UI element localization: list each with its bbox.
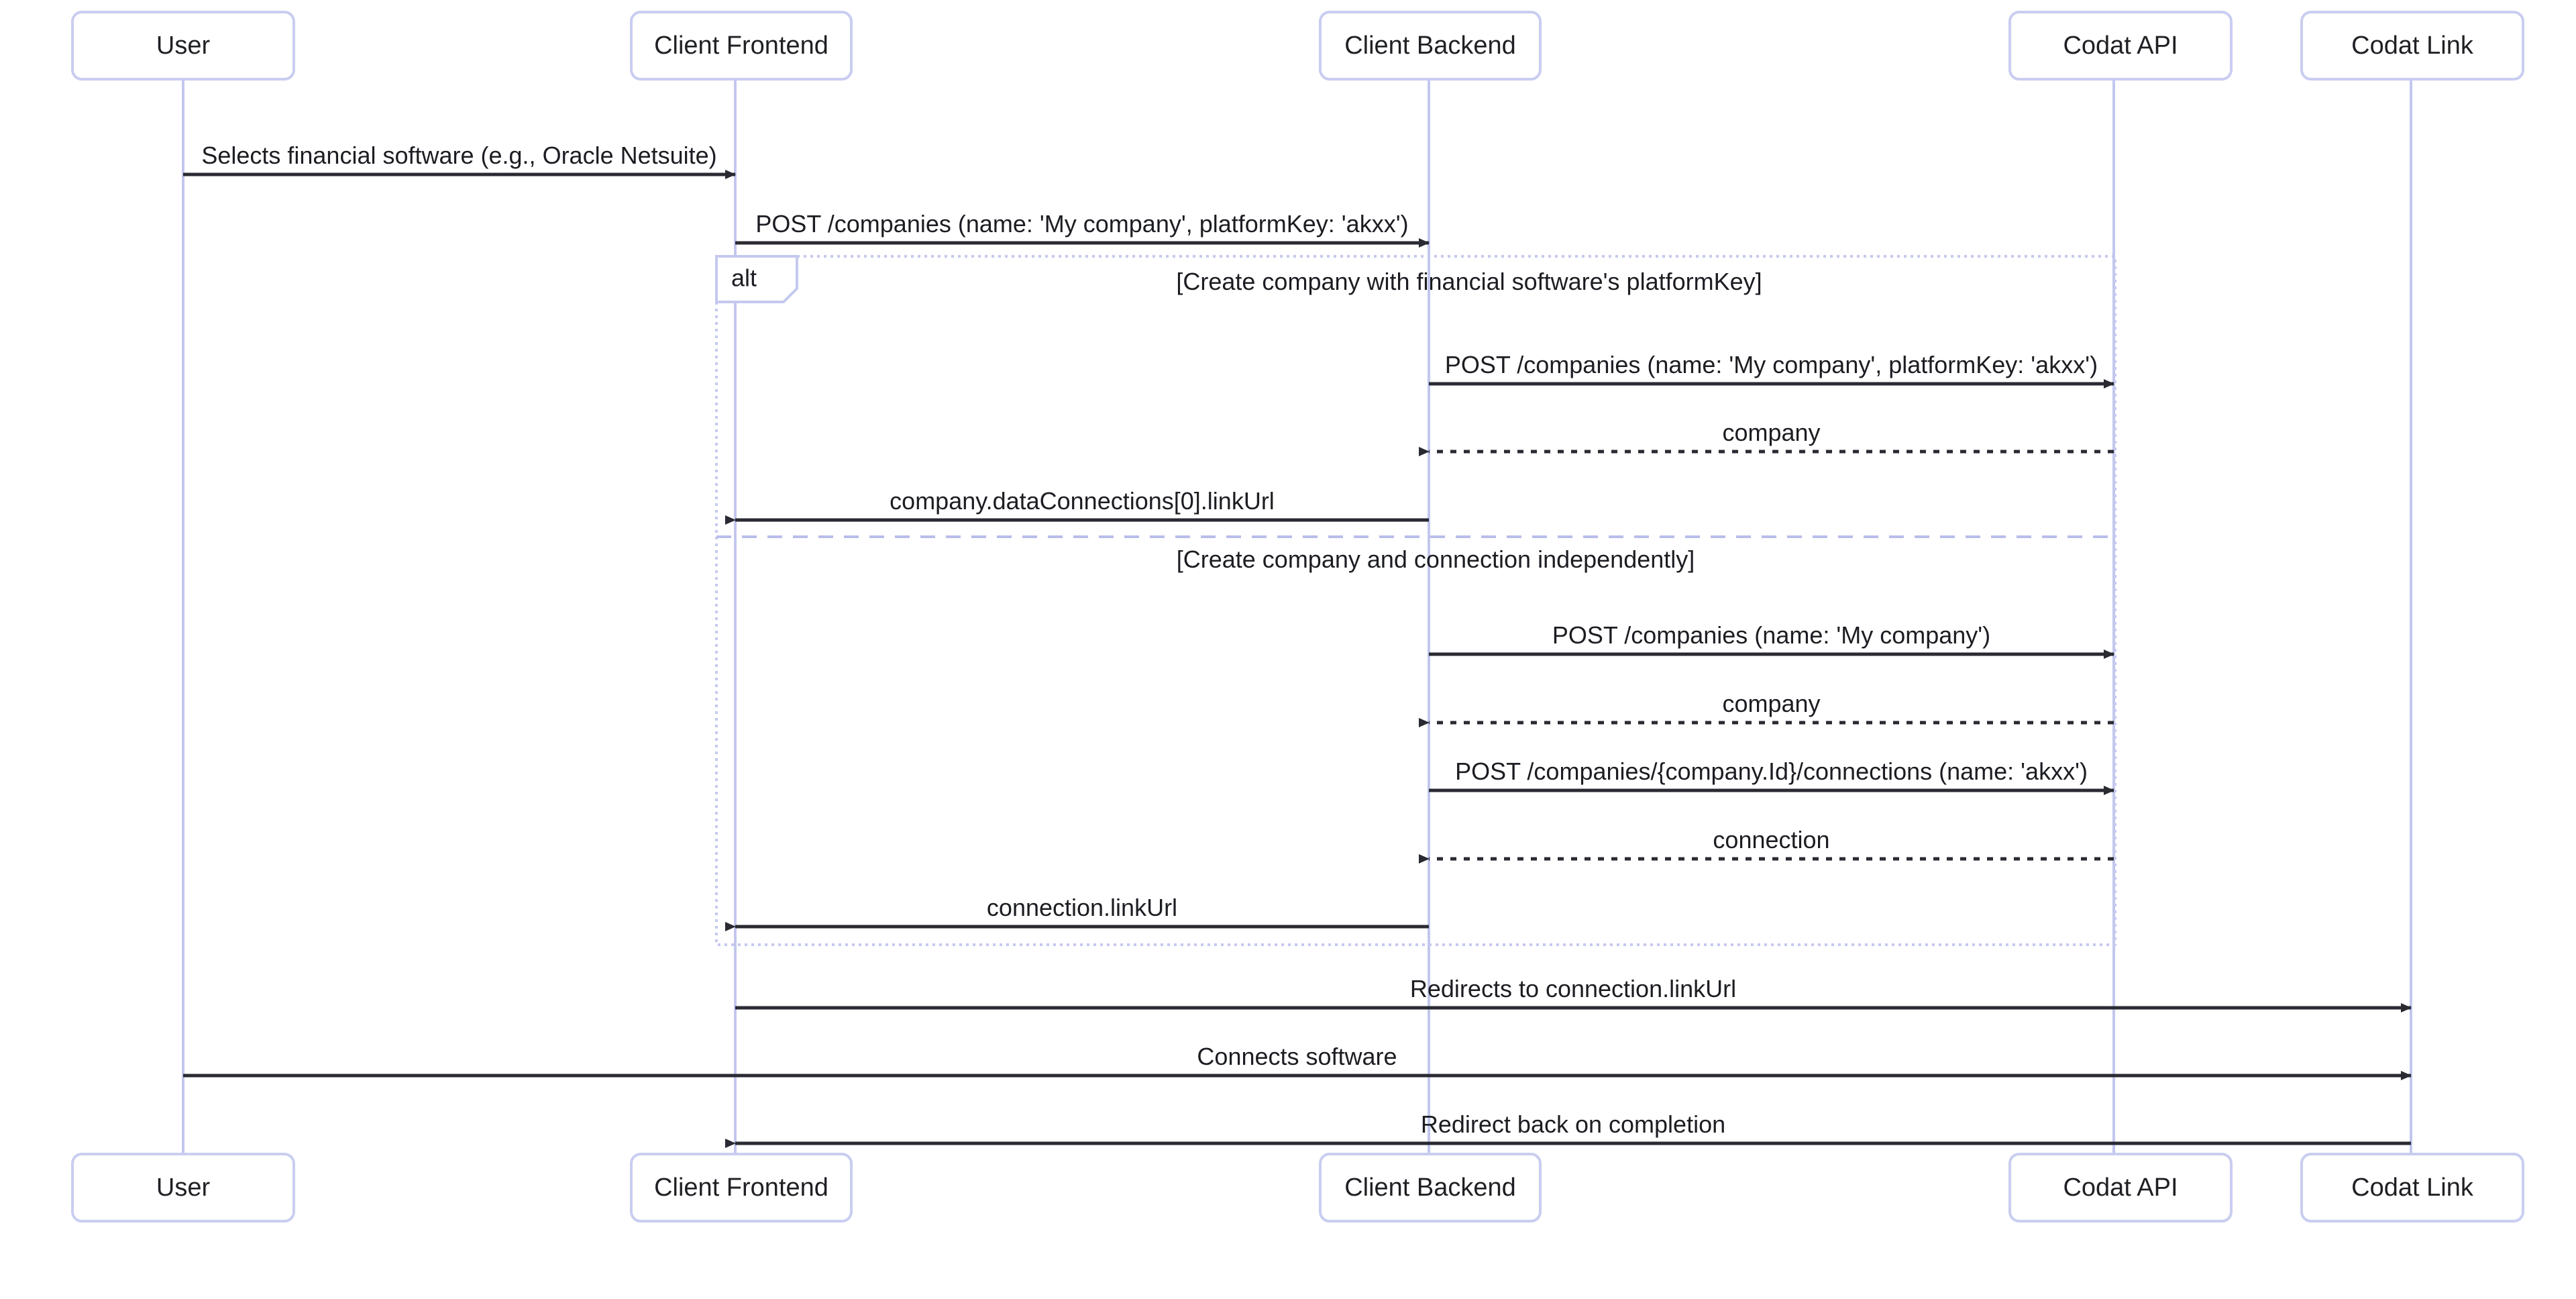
fragment-condition-label: [Create company and connection independe…	[1177, 545, 1695, 573]
participant-link-bottom[interactable]: Codat Link	[2300, 1153, 2524, 1223]
participant-box-api[interactable]	[2008, 1153, 2233, 1223]
participant-label-user: User	[156, 32, 211, 60]
message-label-m1: Selects financial software (e.g., Oracle…	[201, 142, 716, 169]
participant-label-link: Codat Link	[2351, 1174, 2474, 1202]
message-label-m4: company	[1722, 419, 1820, 446]
participants-top-group: User Client Frontend Client Backend Codat A…	[71, 11, 2524, 81]
lifelines-group	[182, 79, 2412, 1154]
participant-box-backend[interactable]	[1319, 11, 1542, 81]
participant-box-frontend[interactable]	[630, 1153, 853, 1223]
participant-frontend-bottom[interactable]: Client Frontend	[630, 1153, 853, 1223]
participant-backend-bottom[interactable]: Client Backend	[1319, 1153, 1542, 1223]
participant-box-link[interactable]	[2300, 1153, 2524, 1223]
participant-label-frontend: Client Frontend	[654, 32, 828, 60]
participant-label-api: Codat API	[2063, 1174, 2178, 1202]
message-label-m5: company.dataConnections[0].linkUrl	[890, 487, 1275, 515]
fragments-group: [Create company with financial software'…	[715, 255, 2116, 946]
participants-bottom-group: User Client Frontend Client Backend Codat A…	[71, 1153, 2524, 1223]
participant-label-link: Codat Link	[2351, 32, 2474, 60]
participant-link-top[interactable]: Codat Link	[2300, 11, 2524, 81]
message-label-m12: Connects software	[1197, 1043, 1397, 1070]
message-label-m8: POST /companies/{company.Id}/connections…	[1455, 758, 2088, 785]
fragment-condition-label: [Create company with financial software'…	[1176, 268, 1762, 295]
participant-api-top[interactable]: Codat API	[2008, 11, 2233, 81]
participant-box-user[interactable]	[71, 11, 295, 81]
message-label-m7: company	[1722, 690, 1820, 717]
participant-label-frontend: Client Frontend	[654, 1174, 828, 1202]
message-label-m10: connection.linkUrl	[987, 894, 1177, 921]
participant-label-user: User	[156, 1174, 211, 1202]
message-label-m3: POST /companies (name: 'My company', pla…	[1445, 351, 2098, 378]
participant-box-backend[interactable]	[1319, 1153, 1542, 1223]
participant-label-backend: Client Backend	[1344, 1174, 1516, 1202]
participant-box-user[interactable]	[71, 1153, 295, 1223]
participant-backend-top[interactable]: Client Backend	[1319, 11, 1542, 81]
participant-box-frontend[interactable]	[630, 11, 853, 81]
fragment-outline-alt	[715, 255, 2116, 946]
message-label-m2: POST /companies (name: 'My company', pla…	[755, 210, 1408, 238]
participant-label-api: Codat API	[2063, 32, 2178, 60]
participant-box-api[interactable]	[2008, 11, 2233, 81]
message-label-m11: Redirects to connection.linkUrl	[1410, 975, 1736, 1002]
fragment-operator-label: alt	[731, 264, 757, 292]
message-label-m13: Redirect back on completion	[1421, 1110, 1725, 1138]
participant-label-backend: Client Backend	[1344, 32, 1516, 60]
participant-frontend-top[interactable]: Client Frontend	[630, 11, 853, 81]
participant-box-link[interactable]	[2300, 11, 2524, 81]
fragment-operator-tab	[715, 255, 798, 303]
message-label-m9: connection	[1713, 826, 1829, 853]
messages-group: Selects financial software (e.g., Oracle…	[183, 142, 2412, 1148]
participant-user-bottom[interactable]: User	[71, 1153, 295, 1223]
participant-user-top[interactable]: User	[71, 11, 295, 81]
participant-api-bottom[interactable]: Codat API	[2008, 1153, 2233, 1223]
message-label-m6: POST /companies (name: 'My company')	[1552, 621, 1990, 649]
